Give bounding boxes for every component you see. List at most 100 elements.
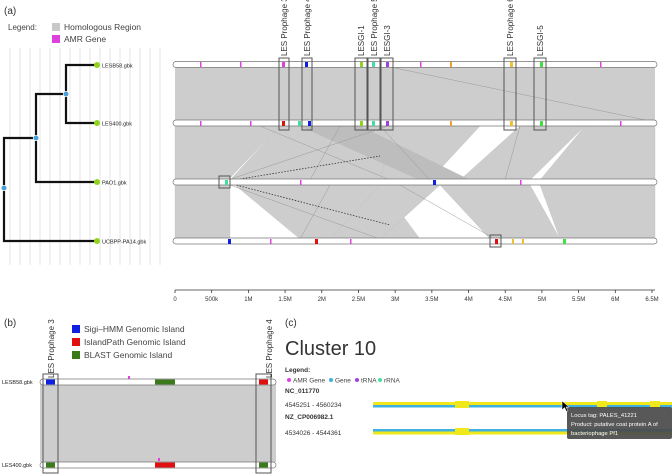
homology-3-4-crosslines [229,184,496,240]
c-legend-title: Legend: [285,367,310,374]
tree-grid [9,48,161,265]
leaf-node-pa14[interactable] [94,238,100,244]
axis-tick-label: 5M [538,297,546,303]
c-track-2-gene-a[interactable] [455,428,469,435]
top-label-les-prophage-6: LES Prophage 6 [506,0,515,56]
b-amr-mark-bottom [158,458,160,461]
track-pao1 [172,178,658,186]
leaf-label-les400: LES400.gbk [102,122,132,128]
legend-amr-label: AMR Gene [64,34,106,44]
b-label-prophage-3: LES Prophage 3 [47,319,56,378]
b-track-label-les400: LES400.gbk [2,463,32,469]
tree-node-les [62,90,70,98]
axis-tick-label: 4.5M [499,297,512,303]
b-blast-mark-left [46,462,55,468]
c-rrna-dot [378,378,382,382]
homology-crossline [394,67,656,123]
homologous-swatch [52,23,60,31]
b-amr-mark-top [128,376,130,379]
amr-swatch [52,35,60,43]
leaf-label-pao1: PAO1.gbk [102,181,127,187]
islandpath-swatch [72,338,80,346]
island-boxes [218,57,547,248]
axis-tick-label: 6.5M [645,297,658,303]
c-genome-1-id: NC_011770 [285,388,320,395]
tooltip-line-1: Locus tag: PALES_41221 [571,413,637,419]
axis-tick-label: 500k [205,297,219,303]
track-pa14 [172,237,658,245]
leaf-label-lesb58: LESB58.gbk [102,64,133,70]
panel-a-label: (a) [4,6,16,17]
homology-1-2 [175,67,655,122]
top-label-lesgi-3: LESGI-3 [383,25,392,56]
top-label-les-prophage-5: LES Prophage 5 [370,0,379,56]
tree-node-root [0,184,8,192]
c-trna-dot [355,378,359,382]
b-blast-mark-top [155,379,175,385]
leaf-label-pa14: UCBPP-PA14.gbk [102,240,146,246]
panel-c-label: (c) [285,318,297,329]
axis-tick-label: 0 [173,297,177,303]
c-genome-2-range: 4534026 - 4544361 [285,430,342,437]
c-track-1-gene-b[interactable] [597,401,607,408]
cluster-title: Cluster 10 [285,338,376,360]
top-label-lesgi-5: LESGI-5 [536,25,545,56]
b-islandpath-mark-top [259,379,268,385]
c-amr-dot [287,378,291,382]
axis-tick-label: 2.5M [352,297,365,303]
legend-homologous-label: Homologous Region [64,22,141,32]
b-blast-mark-right [259,462,268,468]
homology-3-4 [174,184,656,240]
phylo-tree [2,63,97,243]
leaf-node-pao1[interactable] [94,179,100,185]
tooltip-line-2: Product: putative coat protein A of [571,422,658,428]
legend-islandpath-label: IslandPath Genomic Island [84,337,186,347]
axis-tick-label: 3.5M [425,297,438,303]
axis-tick-label: 2M [318,297,326,303]
tooltip-line-3: bacteriophage Pf1 [571,431,618,437]
top-label-les-prophage-3: LES Prophage 3 [280,0,289,56]
homology-2-3-crosslines [227,125,521,181]
b-label-prophage-4: LES Prophage 4 [265,319,274,378]
track-lesb58 [172,61,658,68]
leaf-node-lesb58[interactable] [94,62,100,68]
b-track-label-lesb58: LESB58.gbk [2,380,33,386]
c-track-1-yellow[interactable] [373,402,672,405]
leaf-node-les400[interactable] [94,120,100,126]
blast-swatch [72,351,80,359]
top-label-les-prophage-4: LES Prophage 4 [303,0,312,56]
homology-2-3 [174,125,656,181]
b-sigi-mark [46,379,55,385]
mouse-cursor-icon [561,400,570,412]
c-track-1-gene-a[interactable] [455,401,469,408]
top-label-lesgi-1: LESGI-1 [357,25,366,56]
b-homology [40,384,276,462]
c-legend-gene: Gene [335,378,351,385]
c-genome-1-range: 4545251 - 4560234 [285,402,342,409]
tooltip-box [567,407,672,439]
sigi-swatch [72,325,80,333]
b-box-prophage-3 [42,373,59,474]
gene-tooltip: Locus tag: PALES_41221 Product: putative… [567,407,672,439]
c-track-2-yellow[interactable] [373,431,672,435]
axis-tick-label: 1.5M [278,297,291,303]
c-track-1-gene-c[interactable] [650,401,660,408]
axis-tick-label: 4M [464,297,472,303]
c-track-2-blue[interactable] [373,429,672,432]
c-track-1-blue[interactable] [373,405,672,408]
axis-tick-label: 6M [611,297,619,303]
c-legend-rrna: rRNA [384,378,401,385]
c-legend-trna: tRNA [361,378,377,385]
tree-node-inner [32,134,40,142]
axis-tick-label: 3M [391,297,399,303]
legend-a-title: Legend: [8,23,37,32]
gene-marks [200,62,622,244]
legend-blast-label: BLAST Genomic Island [84,350,172,360]
c-legend-amr: AMR Gene [293,378,326,385]
c-gene-dot [329,378,333,382]
dotted-link-b [227,182,391,226]
genome-tracks [172,61,658,245]
